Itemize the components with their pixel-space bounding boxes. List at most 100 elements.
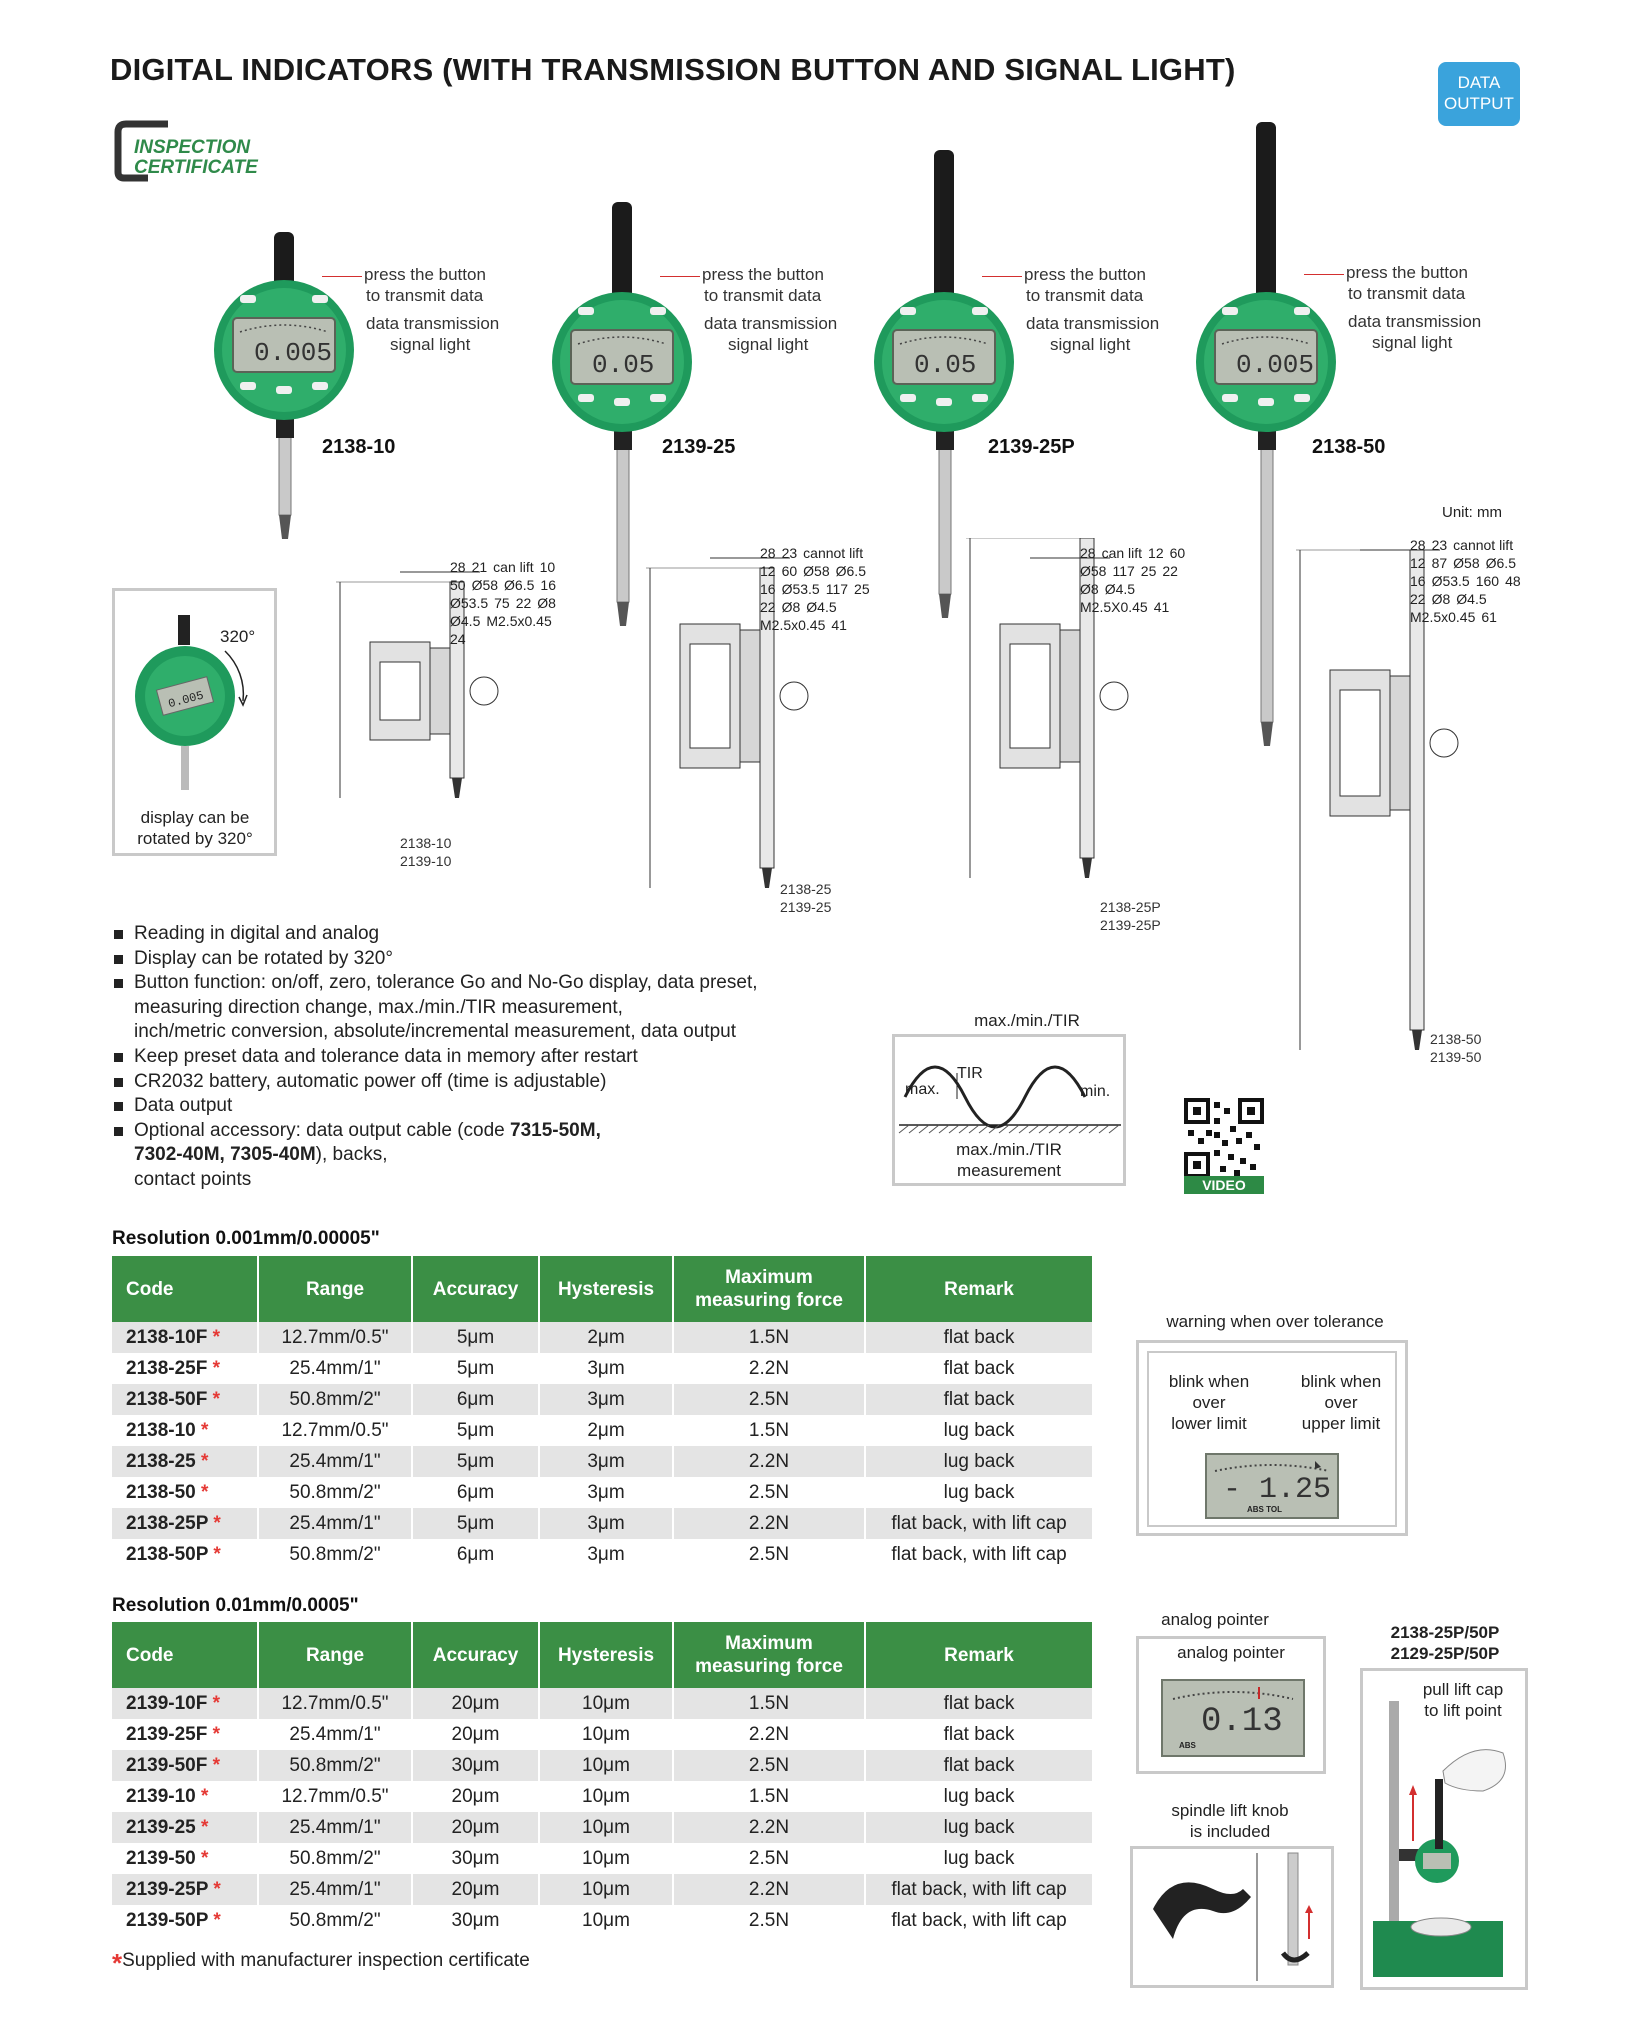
table-cell: 2139-25F *: [112, 1719, 259, 1750]
table-cell: 10μm: [539, 1812, 674, 1843]
table-cell: 2139-50P *: [112, 1905, 259, 1936]
table-cell: 10μm: [539, 1905, 674, 1936]
table-header-cell: Code: [112, 1256, 259, 1322]
dimension-label: M2.5x0.45: [486, 613, 552, 629]
lift-knob-icon: [1153, 1852, 1313, 1981]
table-cell: 3μm: [539, 1539, 674, 1570]
table-cell: 3μm: [539, 1353, 674, 1384]
table-cell: 1.5N: [673, 1781, 866, 1812]
dimension-label: Ø53.5: [781, 581, 820, 597]
dimension-label: 22: [1162, 563, 1178, 579]
dimension-label: cannot lift: [803, 545, 864, 561]
dimension-label: 24: [450, 631, 466, 647]
note-line: blink when: [1168, 1372, 1250, 1391]
feature-code: 7315-50M,: [510, 1119, 601, 1141]
model-number: 2139-25P: [988, 436, 1075, 458]
table-cell: 5μm: [412, 1415, 540, 1446]
callout-transmit: to transmit data: [1348, 284, 1466, 303]
note-line: lower limit: [1171, 1414, 1247, 1433]
badge-line1: DATA: [1457, 73, 1501, 92]
callout-press: press the button: [702, 265, 824, 284]
table-cell: 50.8mm/2": [258, 1905, 413, 1936]
feature-item: Optional accessory: data output cable (c…: [112, 1119, 872, 1193]
table-cell: 10μm: [539, 1781, 674, 1812]
lift-caption: pull lift cap to lift point: [1403, 1679, 1523, 1721]
model-number: 2138-10: [322, 436, 396, 458]
dimension-label: 16: [760, 581, 776, 597]
dimension-label: 48: [1505, 573, 1521, 589]
feature-item: CR2032 battery, automatic power off (tim…: [112, 1070, 872, 1095]
table-cell: flat back: [943, 1723, 1015, 1745]
certificate-star: *: [195, 1419, 209, 1441]
feature-text: contact points: [134, 1168, 252, 1190]
dimension-label: 75: [494, 595, 510, 611]
dimension-label: 23: [781, 545, 798, 561]
certificate-star: *: [208, 1512, 221, 1534]
dimension-label: 22: [1410, 591, 1426, 607]
table-cell: 2.2N: [673, 1874, 866, 1905]
table-cell: 12.7mm/0.5": [258, 1781, 413, 1812]
digital-indicator-icon: [214, 232, 354, 539]
drawing-model: 2138-10: [400, 835, 452, 851]
dimension-label: 22: [760, 599, 776, 615]
dimension-label: 23: [1431, 537, 1448, 553]
feature-text: Optional accessory: data output cable (c…: [134, 1119, 511, 1141]
table-cell: flat back, with lift cap: [891, 1543, 1067, 1565]
dimension-label: Ø58: [471, 577, 499, 593]
callout-signal-light: signal light: [390, 335, 471, 354]
table-cell: 25.4mm/1": [258, 1446, 413, 1477]
table-cell: 3μm: [539, 1508, 674, 1539]
table-cell: 25.4mm/1": [258, 1353, 413, 1384]
table-cell: 2139-10 *: [112, 1781, 259, 1812]
table-cell: 10μm: [539, 1843, 674, 1874]
table-cell: 2.2N: [673, 1508, 866, 1539]
dimension-label: Ø6.5: [1485, 555, 1516, 571]
feature-list: Reading in digital and analog Display ca…: [112, 922, 872, 1193]
drawing-model: 2139-25: [780, 899, 832, 915]
pointer-title: analog pointer: [1161, 1610, 1269, 1629]
dimension-drawing: [966, 538, 1129, 878]
drawing-model: 2138-25P: [1100, 899, 1161, 915]
drawing-model: 2138-25: [780, 881, 832, 897]
upper-limit-note: blink when over upper limit: [1289, 1371, 1393, 1434]
video-qr-code[interactable]: VIDEO: [1184, 1098, 1264, 1194]
footnote-text: Supplied with manufacturer inspection ce…: [122, 1950, 530, 1971]
lift-head2: 2129-25P/50P: [1390, 1644, 1500, 1663]
table-cell: 2138-50F *: [112, 1384, 259, 1415]
tir-caption: max./min./TIR measurement: [895, 1139, 1123, 1181]
table-cell: 5μm: [412, 1508, 540, 1539]
dimension-label: 16: [540, 577, 556, 593]
table-cell: 50.8mm/2": [258, 1750, 413, 1781]
callout-line: [660, 276, 700, 277]
dimension-label: 41: [831, 617, 847, 633]
table-cell: 25.4mm/1": [258, 1719, 413, 1750]
tir-wave-icon: [898, 1065, 1121, 1134]
tir-title: max./min./TIR: [974, 1011, 1080, 1030]
certificate-star: *: [208, 1909, 221, 1931]
table-cell: 5μm: [412, 1322, 540, 1353]
callout-signal-light: signal light: [1372, 333, 1453, 352]
dimension-label: Ø8: [781, 599, 801, 615]
dimension-label: 28: [450, 559, 466, 575]
dimension-label: Ø53.5: [450, 595, 489, 611]
rotate-panel: 0.005 320° display can be rotated by 320…: [112, 588, 277, 856]
dimension-label: 25: [1140, 563, 1157, 579]
table-cell: 2.5N: [673, 1477, 866, 1508]
callout-line: [1304, 274, 1344, 275]
feature-item: Reading in digital and analog: [112, 922, 872, 947]
pointer-inner-label: analog pointer: [1177, 1643, 1285, 1662]
dimension-label: 41: [1153, 599, 1170, 615]
dimension-label: 12: [760, 563, 776, 579]
table-cell: 6μm: [412, 1384, 540, 1415]
table-header-cell: Accuracy: [412, 1622, 540, 1688]
